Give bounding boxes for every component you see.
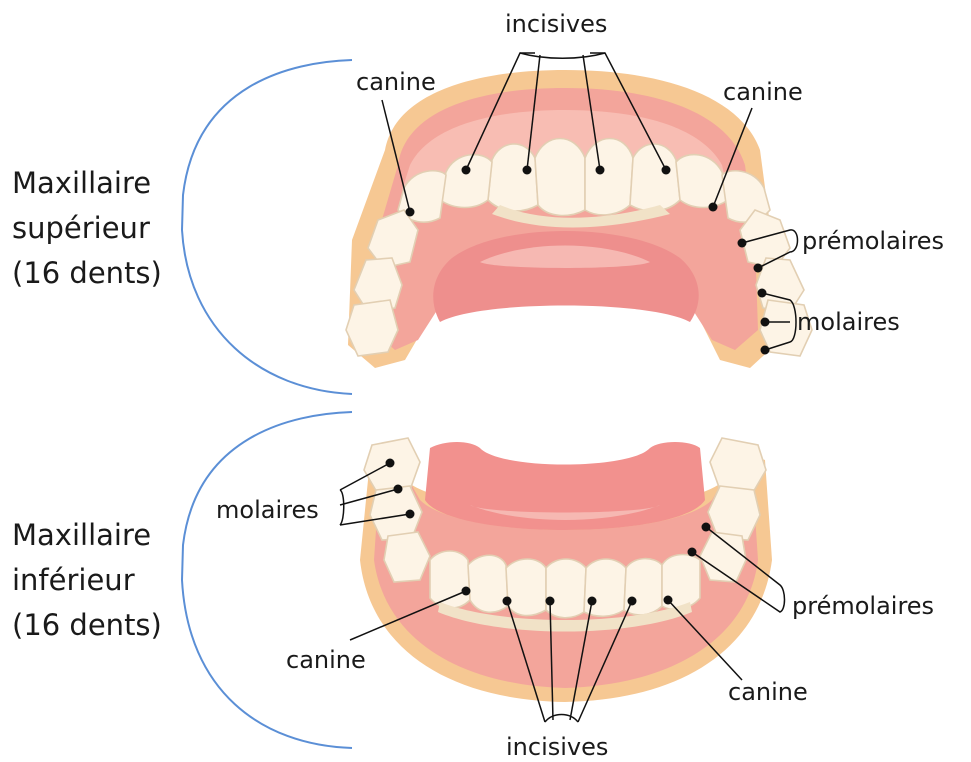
marker-lower-incisor-4: [628, 597, 637, 606]
upper-jaw-title: Maxillaire supérieur (16 dents): [12, 166, 162, 290]
marker-upper-incisor-2: [523, 166, 532, 175]
upper-title-line-1: Maxillaire: [12, 166, 151, 200]
marker-upper-incisor-4: [662, 166, 671, 175]
marker-lower-molar-2: [394, 485, 403, 494]
marker-lower-incisor-3: [588, 597, 597, 606]
lower-canine-left-label: canine: [286, 646, 366, 674]
lower-incisives-label: incisives: [506, 733, 608, 761]
upper-incisives-label: incisives: [505, 10, 607, 38]
upper-canine-left-label: canine: [356, 68, 436, 96]
marker-lower-premolar-2: [688, 548, 697, 557]
marker-lower-incisor-2: [546, 597, 555, 606]
marker-upper-premolar-1: [738, 239, 747, 248]
upper-title-line-3: (16 dents): [12, 256, 162, 290]
upper-canine-right-label: canine: [723, 78, 803, 106]
marker-upper-molar-3: [761, 346, 770, 355]
lower-jaw-bracket: [182, 412, 352, 748]
lower-canine-right-label: canine: [728, 678, 808, 706]
marker-upper-molar-1: [758, 289, 767, 298]
marker-upper-incisor-1: [462, 166, 471, 175]
upper-title-line-2: supérieur: [12, 211, 150, 245]
marker-lower-molar-1: [386, 459, 395, 468]
marker-upper-premolar-2: [754, 264, 763, 273]
upper-molaires-label: molaires: [797, 308, 900, 336]
lower-title-line-3: (16 dents): [12, 608, 162, 642]
lower-premolaires-label: prémolaires: [792, 592, 934, 620]
marker-upper-canine-right: [709, 203, 718, 212]
upper-premolaires-label: prémolaires: [802, 227, 944, 255]
marker-lower-molar-3: [406, 510, 415, 519]
marker-upper-molar-2: [761, 318, 770, 327]
marker-lower-canine-right: [664, 596, 673, 605]
lower-title-line-1: Maxillaire: [12, 518, 151, 552]
upper-jaw-bracket: [182, 60, 352, 394]
lower-jaw-title: Maxillaire inférieur (16 dents): [12, 518, 162, 642]
lower-jaw-illustration: [360, 438, 772, 702]
lower-molaires-label: molaires: [216, 496, 319, 524]
marker-upper-incisor-3: [596, 166, 605, 175]
lower-title-line-2: inférieur: [12, 563, 135, 597]
upper-jaw-illustration: [346, 70, 812, 368]
marker-lower-premolar-1: [702, 523, 711, 532]
marker-upper-canine-left: [406, 208, 415, 217]
marker-lower-canine-left: [462, 587, 471, 596]
marker-lower-incisor-1: [503, 597, 512, 606]
